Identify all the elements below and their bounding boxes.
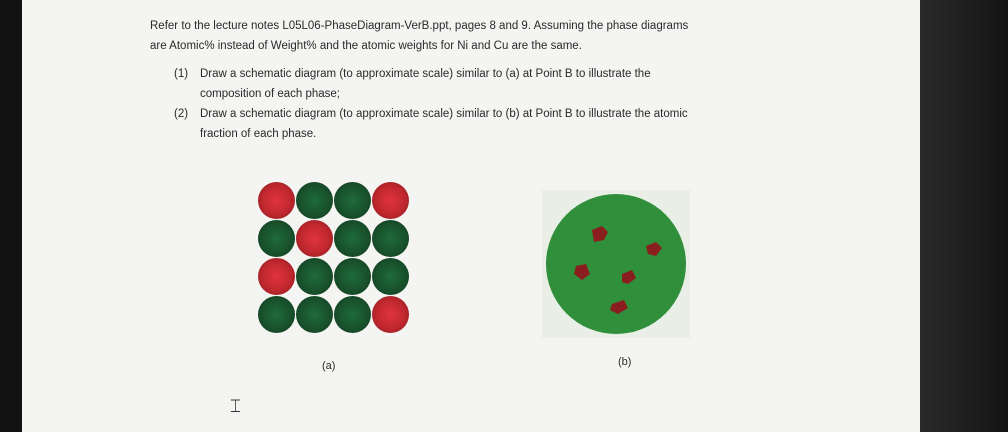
atom-green xyxy=(258,296,295,333)
document-page: Refer to the lecture notes L05L06-PhaseD… xyxy=(22,0,920,432)
intro-line-1: Refer to the lecture notes L05L06-PhaseD… xyxy=(150,20,689,32)
atom-red xyxy=(258,258,295,295)
atom-green xyxy=(334,258,371,295)
atom-green xyxy=(334,220,371,257)
question-1-line-2: composition of each phase; xyxy=(200,88,341,100)
figure-a-label: (a) xyxy=(322,360,336,372)
atom-green xyxy=(372,220,409,257)
intro-paragraph: Refer to the lecture notes L05L06-PhaseD… xyxy=(150,16,790,56)
atom-green xyxy=(296,296,333,333)
question-2-line-2: fraction of each phase. xyxy=(200,128,317,140)
question-number: (2) xyxy=(174,108,189,120)
particle xyxy=(646,242,662,256)
particle xyxy=(622,270,636,284)
figure-a-atom-grid xyxy=(258,182,410,334)
atom-green xyxy=(372,258,409,295)
question-number: (1) xyxy=(174,68,189,80)
question-1-line-1: Draw a schematic diagram (to approximate… xyxy=(200,68,651,80)
particle xyxy=(592,226,608,242)
atom-green xyxy=(296,182,333,219)
right-bezel xyxy=(920,0,1008,432)
atom-red xyxy=(372,296,409,333)
figure-b-phase-schematic xyxy=(542,190,690,338)
particle xyxy=(574,264,590,280)
text-cursor-icon: ⌶ xyxy=(230,396,241,417)
atom-grid xyxy=(258,182,410,334)
atom-red xyxy=(258,182,295,219)
atom-green xyxy=(334,296,371,333)
atom-red xyxy=(296,220,333,257)
intro-line-2: are Atomic% instead of Weight% and the a… xyxy=(150,40,582,52)
phase-circle-svg xyxy=(546,194,686,334)
instructions: Refer to the lecture notes L05L06-PhaseD… xyxy=(150,16,790,144)
question-2-line-1: Draw a schematic diagram (to approximate… xyxy=(200,108,688,120)
atom-green xyxy=(296,258,333,295)
matrix-phase xyxy=(546,194,686,334)
figure-b-label: (b) xyxy=(618,356,632,368)
atom-green xyxy=(334,182,371,219)
left-bezel xyxy=(0,0,22,432)
question-list: (1) Draw a schematic diagram (to approxi… xyxy=(174,64,790,144)
question-1: (1) Draw a schematic diagram (to approxi… xyxy=(174,64,790,104)
particle xyxy=(610,300,628,314)
atom-red xyxy=(372,182,409,219)
question-2: (2) Draw a schematic diagram (to approxi… xyxy=(174,104,790,144)
atom-green xyxy=(258,220,295,257)
